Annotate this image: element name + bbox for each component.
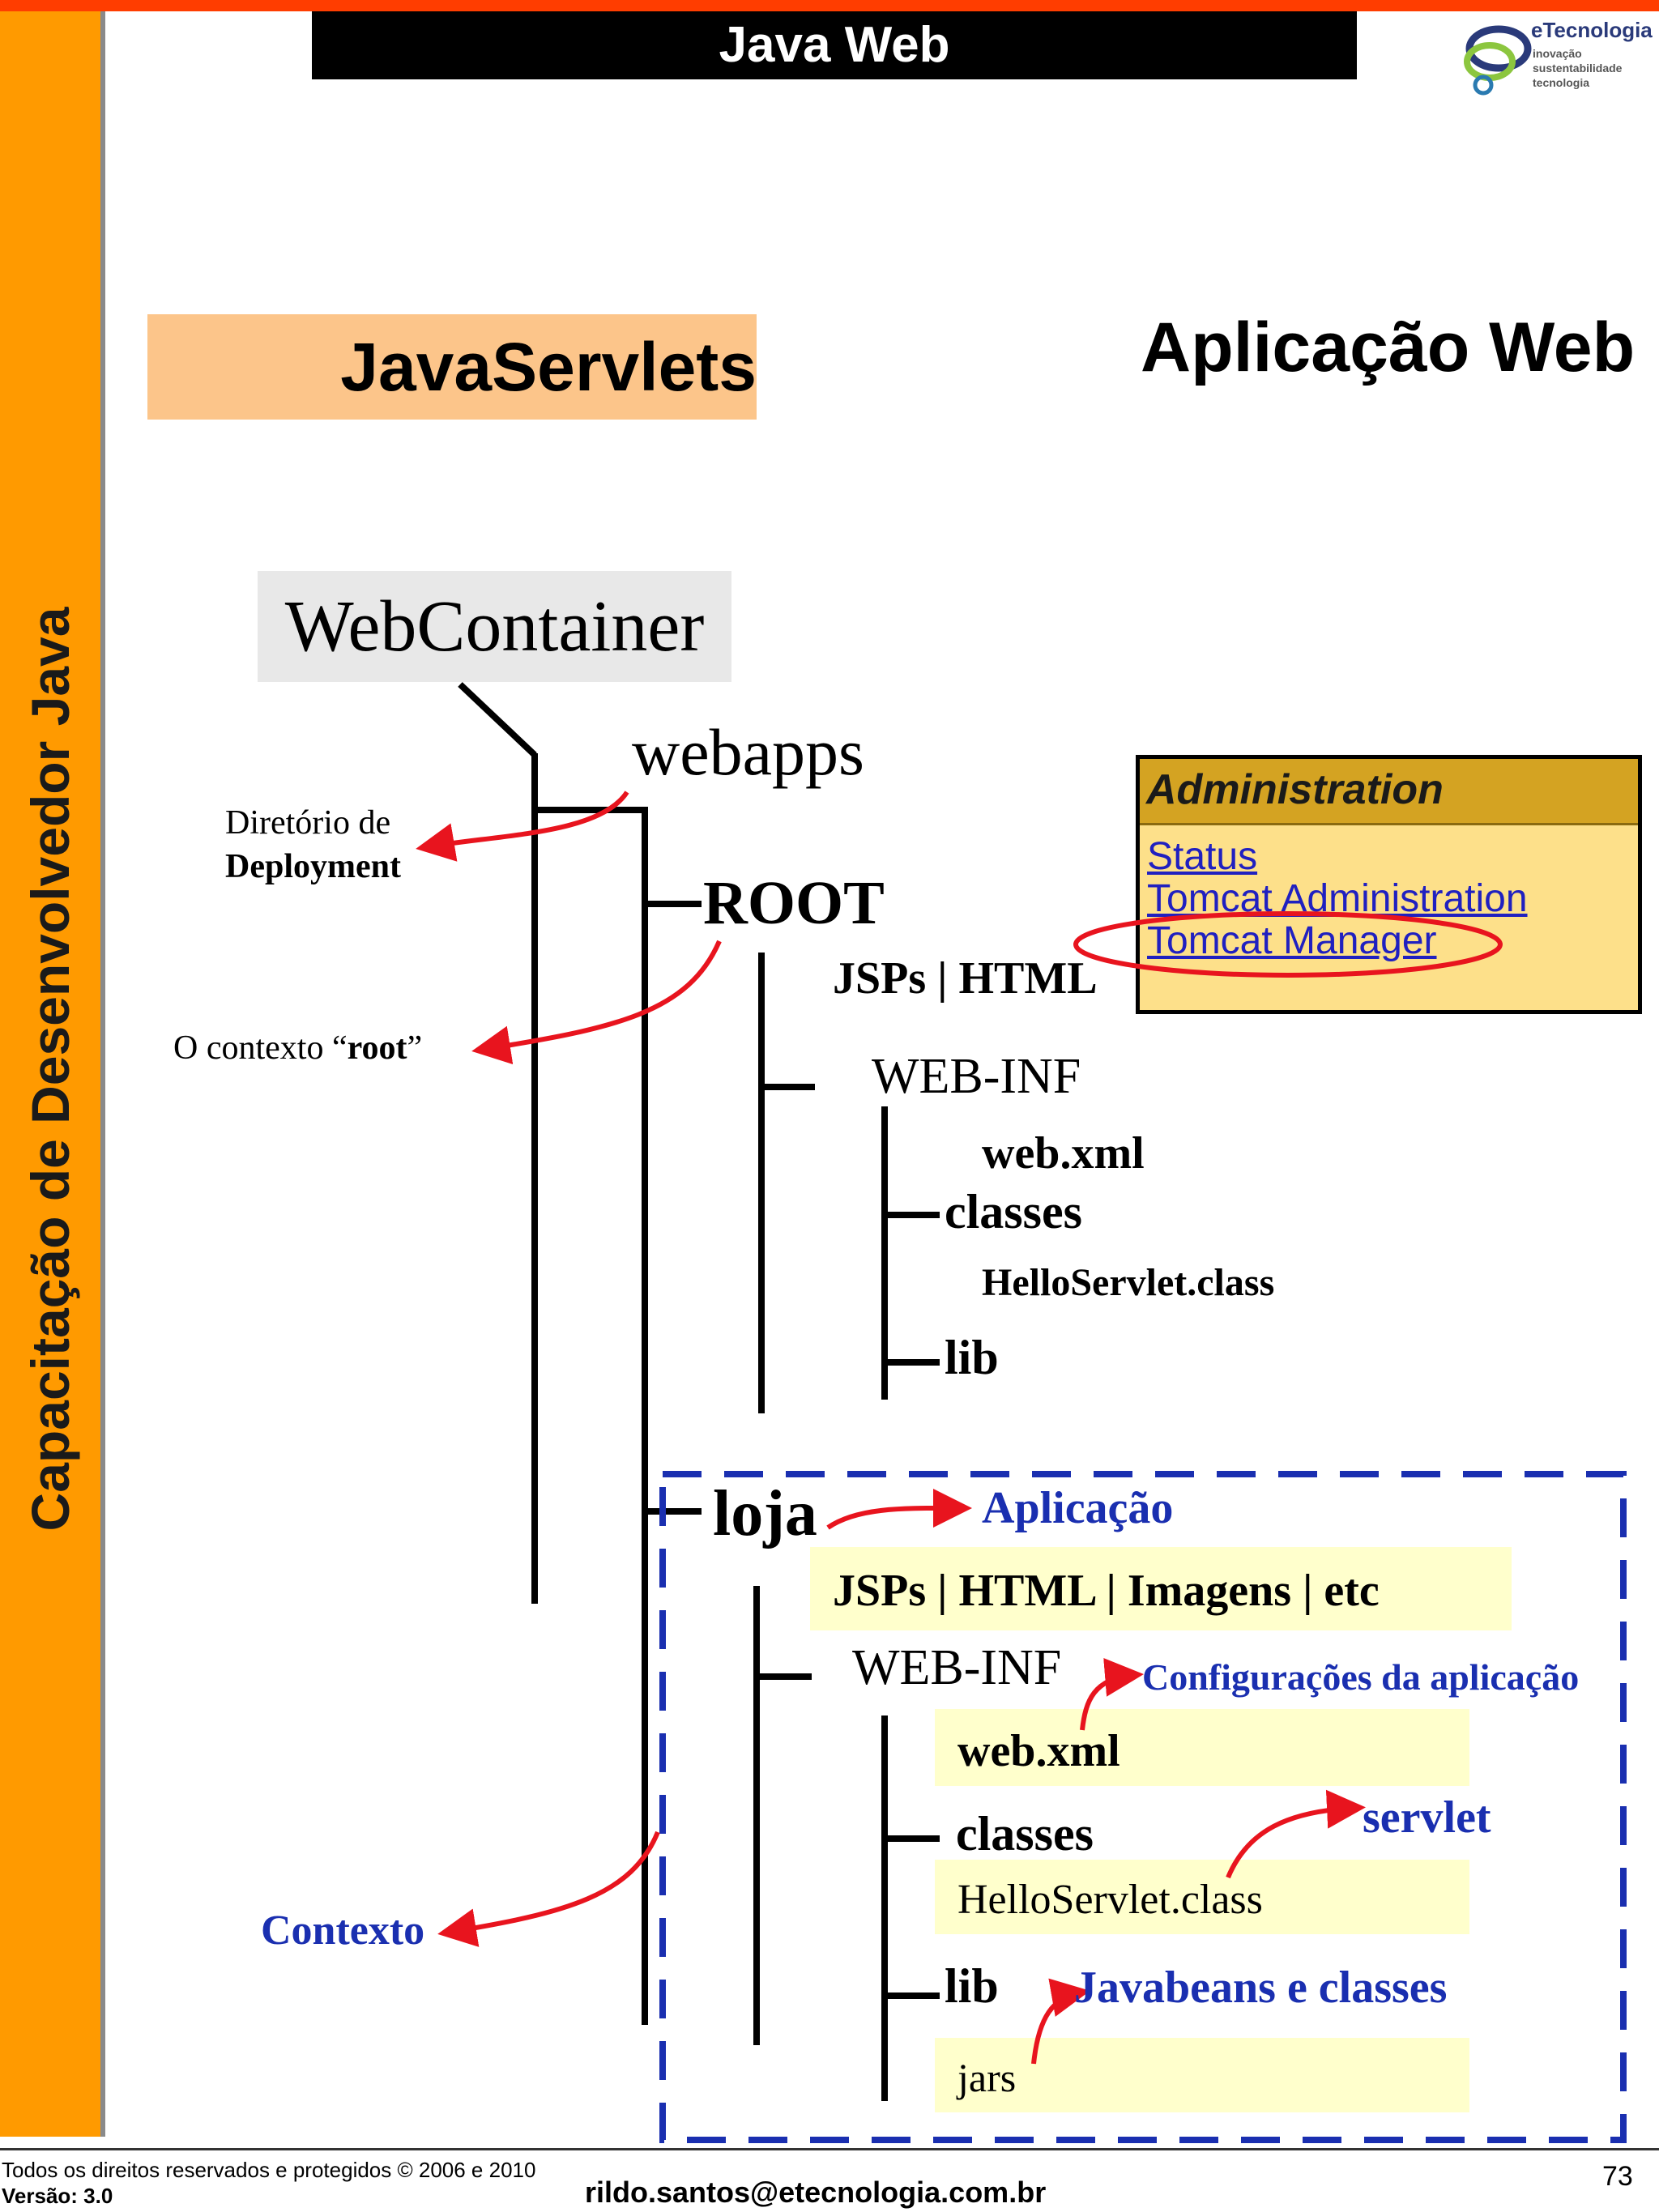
annotation-deployment-line1: Diretório de (225, 804, 391, 842)
arrow-aplicacao (826, 1488, 972, 1530)
highlight-ellipse (1073, 911, 1503, 978)
tree-loja-webxml: web.xml (957, 1726, 1120, 1776)
webcontainer-box (258, 571, 731, 682)
arrow-config (1080, 1657, 1144, 1731)
highlight-box (810, 1547, 1512, 1630)
annotation-deployment-line2: Deployment (225, 848, 401, 885)
tree-loja-jars: jars (957, 2055, 1017, 2100)
annotation-root-context: O contexto “root” (173, 1029, 422, 1068)
arrow-root-context (471, 940, 722, 1065)
footer-email: rildo.santos@etecnologia.com.br (585, 2176, 1047, 2209)
arrow-deployment (416, 791, 629, 862)
tree-root-content: JSPs | HTML (833, 953, 1098, 1004)
etecnologia-logo-icon (1464, 25, 1532, 96)
admin-panel-title: Administration (1146, 766, 1444, 813)
tree-root-webinf: WEB-INF (872, 1049, 1081, 1104)
annotation-javabeans: Javabeans e classes (1074, 1963, 1448, 2013)
highlight-box (935, 2038, 1469, 2112)
arrow-javabeans (1031, 1978, 1090, 2065)
annotation-servlet: servlet (1363, 1792, 1491, 1843)
header-title: Java Web (312, 11, 1357, 79)
annotation-root-context-prefix: O contexto “ (173, 1029, 348, 1067)
annotation-root-context-bold: root (347, 1029, 407, 1067)
annotation-root-context-suffix: ” (407, 1029, 423, 1067)
tree-root-classes: classes (945, 1185, 1082, 1238)
tree-loja-helloservlet: HelloServlet.class (957, 1877, 1263, 1923)
tree-webapps: webapps (632, 715, 864, 789)
logo-tagline: sustentabilidade (1533, 62, 1623, 75)
tree-root-helloservlet: HelloServlet.class (982, 1261, 1275, 1304)
tree-root-webxml: web.xml (982, 1128, 1145, 1178)
footer-page-number: 73 (1602, 2161, 1633, 2192)
title-box (147, 314, 757, 420)
tree-loja: loja (713, 1478, 817, 1549)
tree-root-lib: lib (945, 1331, 999, 1384)
arrow-contexto (437, 1831, 660, 1947)
logo-tagline: inovação (1533, 47, 1582, 60)
side-bar (0, 11, 100, 2137)
slide-subtitle: Aplicação Web (1141, 309, 1636, 386)
admin-link-tomcat-manager[interactable]: Tomcat Manager (1147, 919, 1437, 962)
admin-panel-header (1140, 759, 1638, 825)
tree-loja-lib: lib (945, 1959, 999, 2013)
top-accent-bar (0, 0, 1659, 11)
tree-webcontainer: WebContainer (284, 586, 705, 667)
admin-link-status[interactable]: Status (1147, 835, 1258, 878)
annotation-aplicacao: Aplicação (982, 1483, 1174, 1533)
annotation-config: Configurações da aplicação (1142, 1656, 1580, 1698)
annotation-contexto: Contexto (261, 1907, 425, 1954)
footer-rights: Todos os direitos reservados e protegido… (2, 2158, 536, 2182)
highlight-box (935, 1860, 1469, 1934)
tree-loja-content: JSPs | HTML | Imagens | etc (833, 1566, 1380, 1616)
tree-loja-classes: classes (956, 1807, 1094, 1860)
logo-tagline: tecnologia (1533, 76, 1590, 89)
tree-loja-webinf: WEB-INF (852, 1640, 1062, 1695)
footer-version: Versão: 3.0 (2, 2184, 113, 2208)
footer-divider (0, 2148, 1659, 2150)
tree-root: ROOT (703, 869, 885, 937)
highlight-box (935, 1709, 1469, 1786)
arrow-servlet (1226, 1789, 1366, 1879)
red-arrows (416, 791, 1366, 2065)
logo-name: eTecnologia (1531, 18, 1653, 42)
loja-dashed-box (659, 1471, 1627, 2143)
slide-title: JavaServlets (340, 329, 757, 405)
